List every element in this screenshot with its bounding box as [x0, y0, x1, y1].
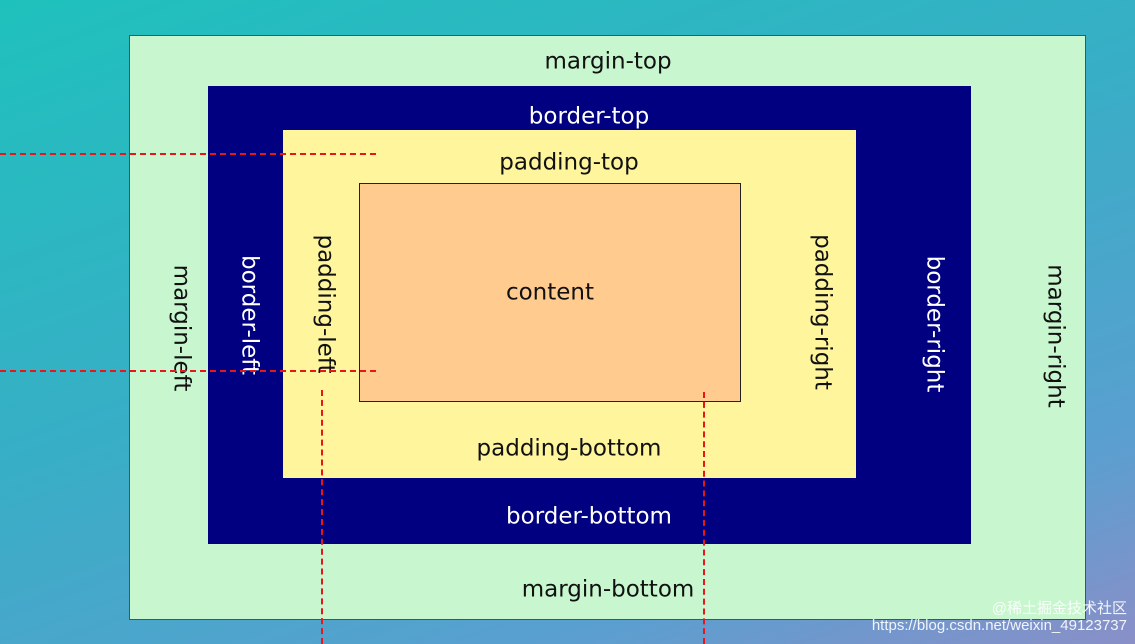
- border-left-label: border-left: [236, 254, 263, 376]
- padding-bottom-label: padding-bottom: [476, 435, 662, 462]
- watermark-url: https://blog.csdn.net/weixin_49123737: [871, 616, 1127, 634]
- guide-line-middle: [0, 370, 376, 372]
- watermark-site: @稀土掘金技术社区: [991, 599, 1127, 617]
- margin-bottom-label: margin-bottom: [521, 576, 695, 603]
- margin-top-label: margin-top: [544, 48, 672, 75]
- guide-line-right: [703, 392, 705, 644]
- content-label: content: [505, 279, 595, 306]
- padding-top-label: padding-top: [499, 149, 639, 176]
- padding-right-label: padding-right: [809, 234, 836, 390]
- guide-line-top: [0, 153, 376, 155]
- border-top-label: border-top: [528, 103, 650, 130]
- margin-left-label: margin-left: [168, 264, 195, 392]
- border-right-label: border-right: [921, 255, 948, 393]
- guide-line-left: [321, 390, 323, 644]
- padding-left-label: padding-left: [312, 234, 339, 374]
- border-bottom-label: border-bottom: [506, 503, 672, 530]
- watermark: @稀土掘金技术社区 https://blog.csdn.net/weixin_4…: [872, 600, 1127, 635]
- content-area: [359, 183, 741, 402]
- margin-right-label: margin-right: [1042, 264, 1069, 408]
